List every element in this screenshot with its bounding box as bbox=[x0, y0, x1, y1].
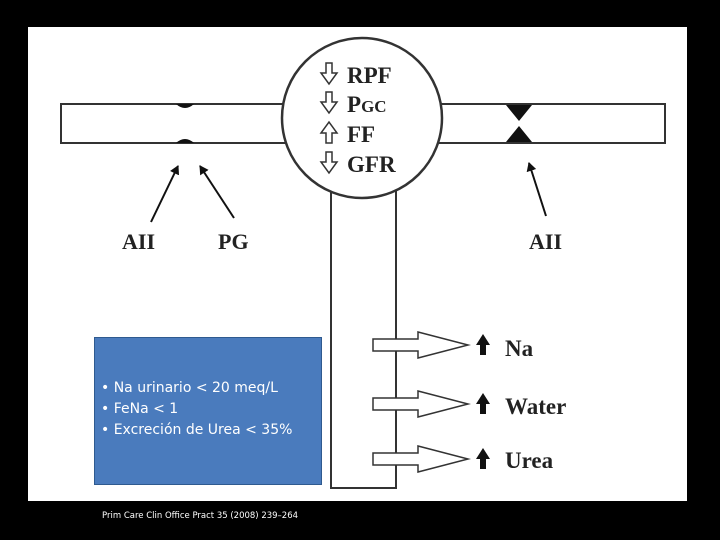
citation: Prim Care Clin Office Pract 35 (2008) 23… bbox=[102, 511, 298, 521]
label-ff: FF bbox=[347, 122, 375, 147]
summary-line-fena: • FeNa < 1 bbox=[101, 399, 321, 420]
label-rpf: RPF bbox=[347, 63, 392, 88]
tubule-label-water: Water bbox=[505, 394, 566, 419]
label-efferent-aii: AII bbox=[529, 229, 562, 254]
tubule-label-urea: Urea bbox=[505, 448, 554, 473]
summary-line-urea: • Excreción de Urea < 35% bbox=[101, 420, 321, 441]
label-gfr: GFR bbox=[347, 152, 396, 177]
tubule-label-na: Na bbox=[505, 336, 534, 361]
summary-box: • Na urinario < 20 meq/L • FeNa < 1 • Ex… bbox=[94, 337, 322, 485]
summary-line-sodium: • Na urinario < 20 meq/L bbox=[101, 378, 321, 399]
label-afferent-pg: PG bbox=[218, 229, 249, 254]
label-afferent-aii: AII bbox=[122, 229, 155, 254]
